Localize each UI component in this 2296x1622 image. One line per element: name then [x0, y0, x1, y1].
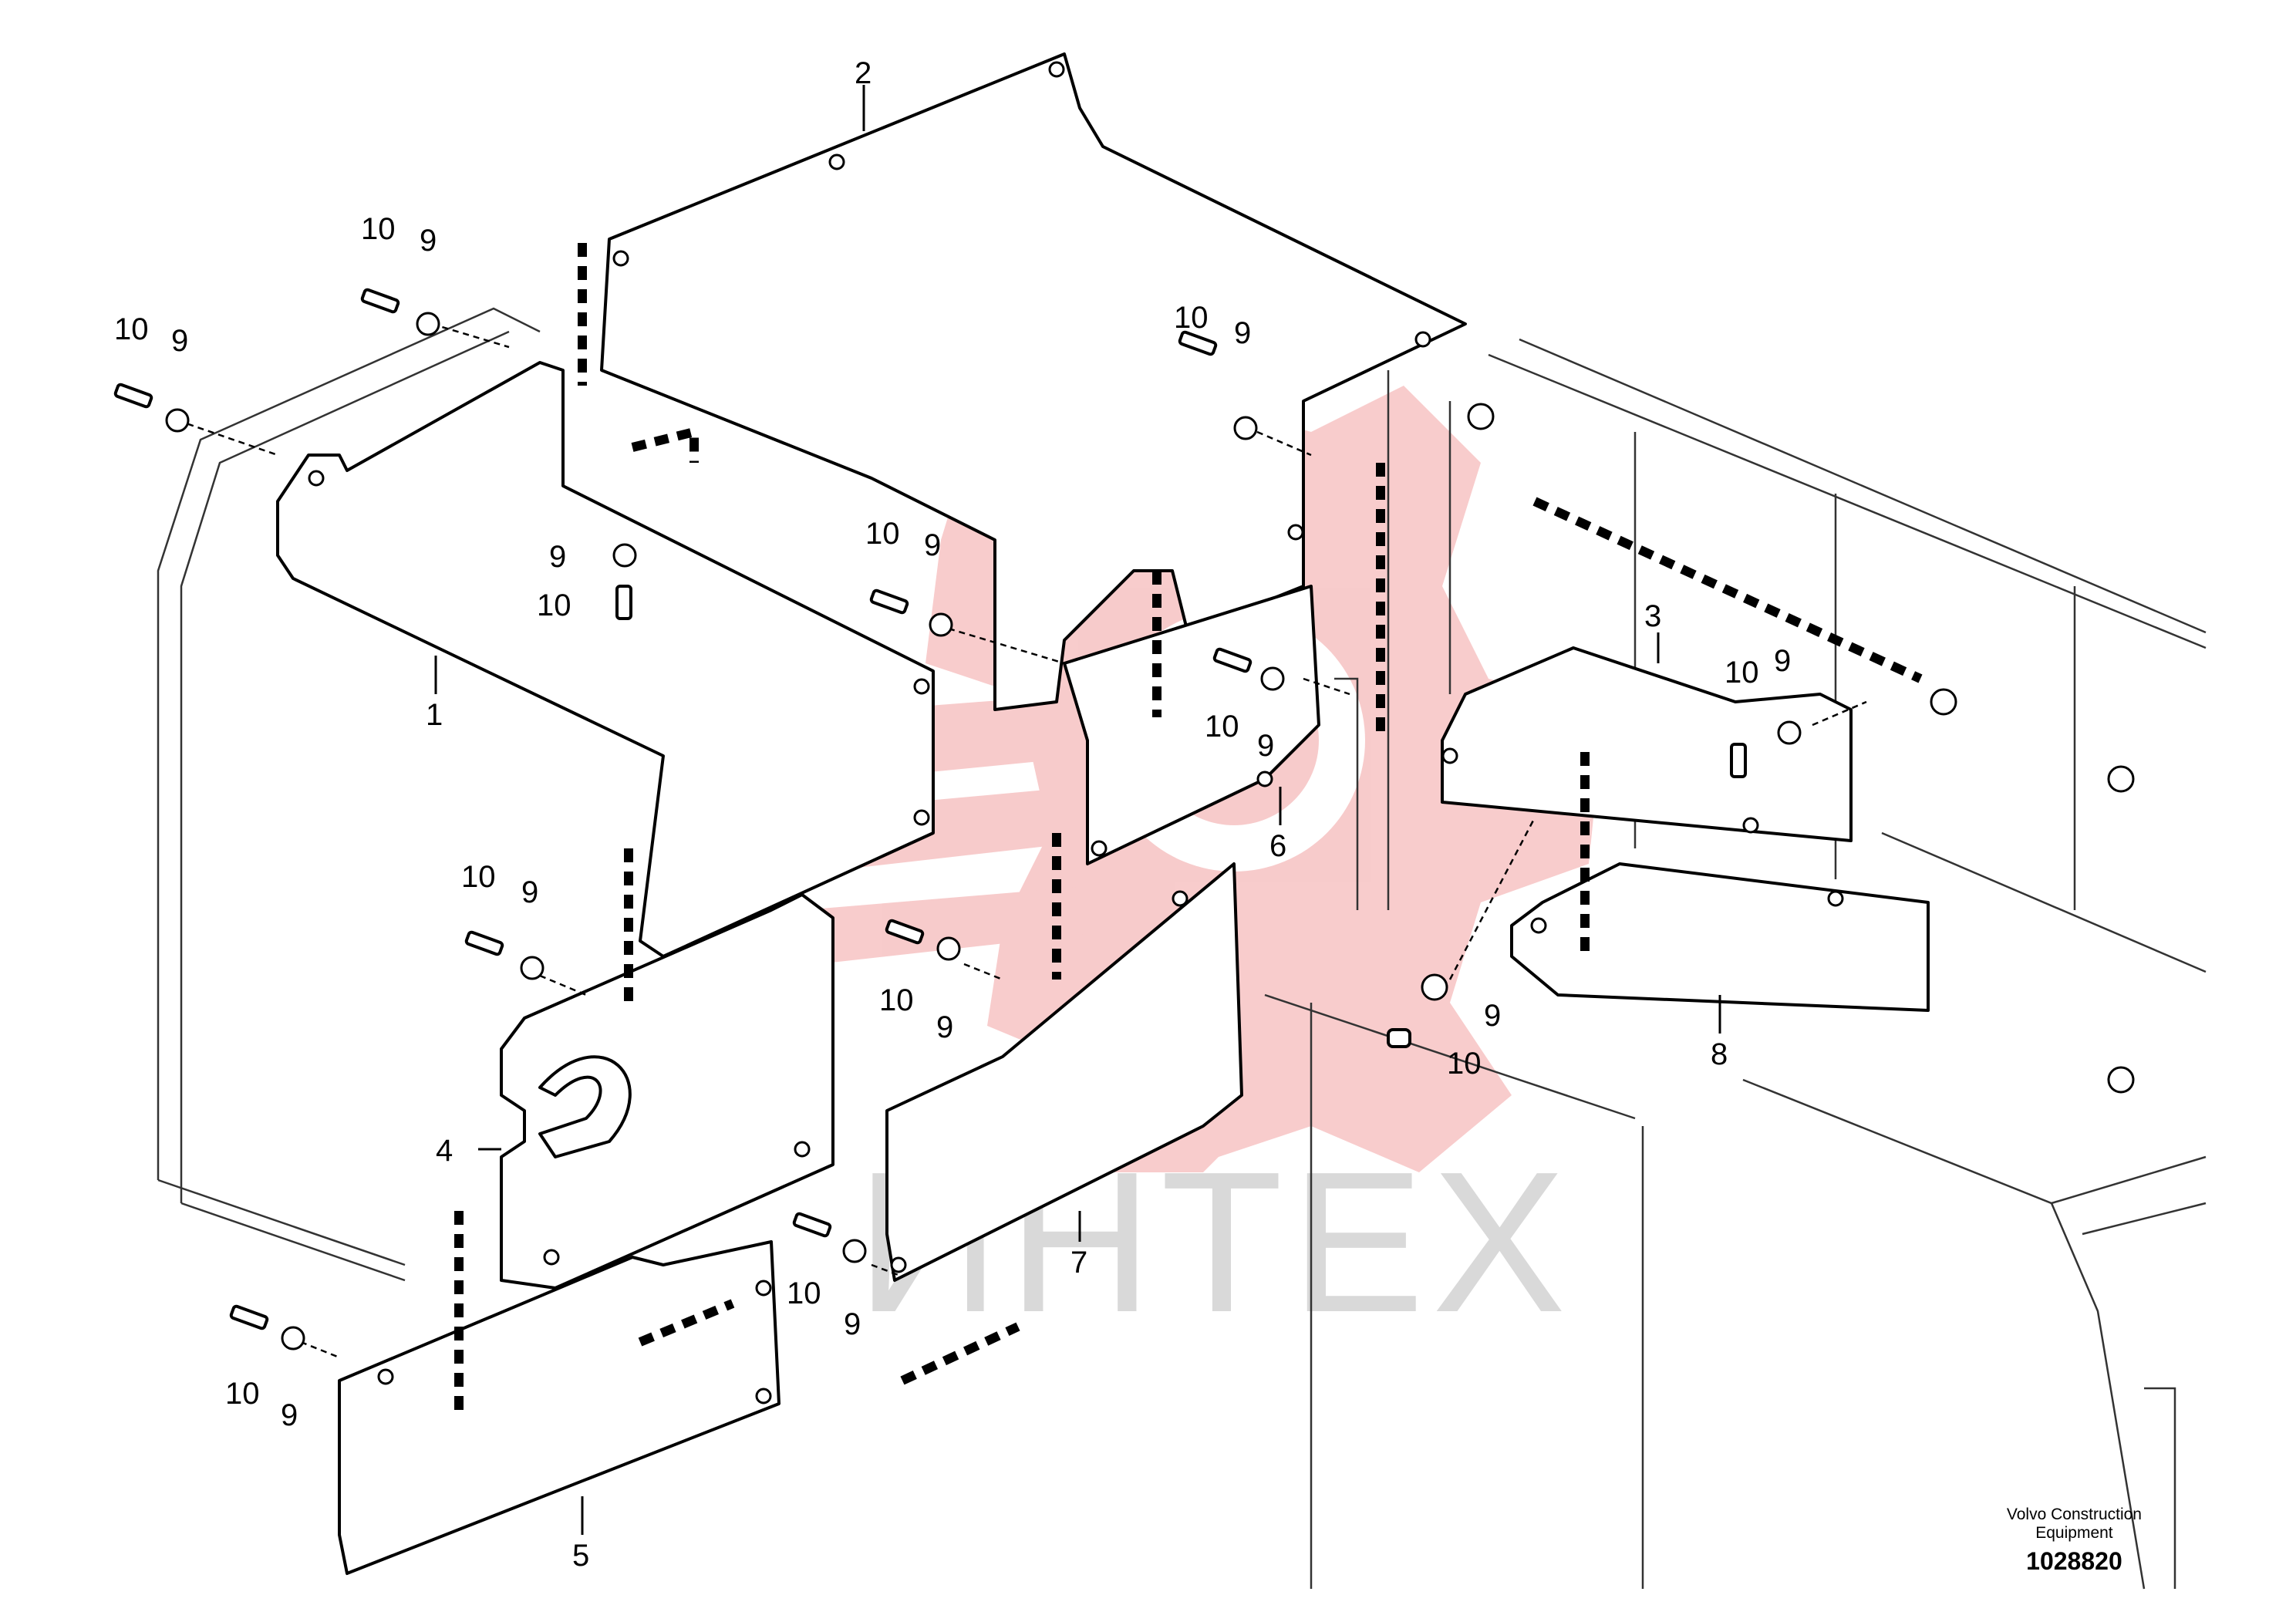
fasteners [113, 288, 1802, 1351]
callouts: 2 1 3 4 5 6 7 8 10 9 10 9 9 10 10 9 10 9… [114, 56, 1791, 1573]
panel-7 [885, 862, 1243, 1282]
imprint-block: Volvo Construction Equipment 1028820 [2007, 1506, 2142, 1576]
callout-10: 10 [787, 1276, 821, 1310]
callout-10: 10 [461, 860, 496, 894]
callout-1: 1 [426, 698, 443, 732]
callout-10: 10 [879, 983, 914, 1017]
callout-9: 9 [844, 1307, 861, 1341]
callout-10: 10 [1174, 301, 1209, 335]
callout-9: 9 [1484, 999, 1501, 1033]
callout-9: 9 [281, 1398, 298, 1432]
callout-9: 9 [1234, 316, 1251, 350]
brand-line-2: Equipment [2035, 1524, 2113, 1542]
brand-line-1: Volvo Construction [2006, 1506, 2142, 1523]
callout-10: 10 [537, 588, 571, 622]
callout-9: 9 [1774, 644, 1791, 678]
callout-9: 9 [521, 875, 538, 909]
callout-8: 8 [1711, 1037, 1728, 1071]
plate-5 [338, 1240, 781, 1575]
callout-10: 10 [361, 212, 396, 246]
callout-10: 10 [225, 1377, 260, 1411]
bracket-8 [1510, 862, 1930, 1012]
callout-10: 10 [1725, 656, 1759, 690]
document-number: 1028820 [2026, 1547, 2122, 1575]
panel-2 [600, 52, 1467, 711]
hose-clamp [538, 1055, 632, 1158]
seal-strips [454, 243, 1923, 1411]
callout-9: 9 [1257, 729, 1274, 763]
callout-5: 5 [572, 1539, 589, 1573]
cab-frame-left [157, 307, 541, 1282]
assembly-lines [177, 322, 1867, 1359]
callout-6: 6 [1269, 829, 1286, 863]
callout-10: 10 [1205, 710, 1239, 744]
bracket-4 [500, 893, 834, 1290]
callout-10: 10 [114, 312, 149, 346]
callout-4: 4 [436, 1134, 453, 1168]
callout-7: 7 [1070, 1246, 1087, 1280]
leaders [434, 85, 1721, 1535]
callout-9: 9 [924, 528, 941, 562]
callout-10: 10 [1447, 1047, 1482, 1081]
bracket-3 [1441, 646, 1853, 842]
callout-2: 2 [855, 56, 872, 90]
panel-1 [276, 361, 935, 958]
callout-9: 9 [549, 540, 566, 574]
callout-9: 9 [420, 224, 437, 258]
callout-3: 3 [1644, 599, 1661, 633]
callout-9: 9 [936, 1010, 953, 1044]
callout-10: 10 [865, 517, 900, 551]
callout-9: 9 [171, 324, 188, 358]
